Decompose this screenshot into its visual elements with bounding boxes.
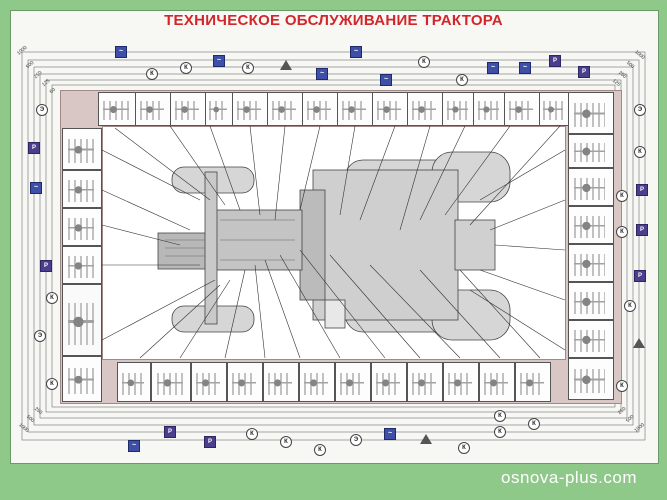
p-badge-icon: Р <box>40 260 52 272</box>
triangle-badge-icon <box>633 338 645 348</box>
triangle-badge-icon <box>420 434 432 444</box>
component-thumbnail <box>117 362 151 402</box>
wave-badge-icon: ~ <box>384 428 396 440</box>
k-badge-icon: К <box>314 444 326 456</box>
component-thumbnail <box>568 206 614 244</box>
k-badge-icon: К <box>616 190 628 202</box>
k-badge-icon: К <box>46 378 58 390</box>
component-thumbnail <box>337 92 373 126</box>
component-thumbnail <box>263 362 299 402</box>
component-thumbnail <box>62 246 102 284</box>
component-thumbnail <box>267 92 303 126</box>
component-thumbnail <box>568 358 614 400</box>
e-badge-icon: Э <box>350 434 362 446</box>
wave-badge-icon: ~ <box>30 182 42 194</box>
component-thumbnail <box>302 92 338 126</box>
component-thumbnail <box>62 208 102 246</box>
component-thumbnail <box>62 128 102 170</box>
component-thumbnail <box>191 362 227 402</box>
k-badge-icon: К <box>146 68 158 80</box>
k-badge-icon: К <box>528 418 540 430</box>
p-badge-icon: Р <box>578 66 590 78</box>
k-badge-icon: К <box>634 146 646 158</box>
poster-title: ТЕХНИЧЕСКОЕ ОБСЛУЖИВАНИЕ ТРАКТОРА <box>164 12 503 29</box>
k-badge-icon: К <box>418 56 430 68</box>
e-badge-icon: Э <box>634 104 646 116</box>
component-thumbnail <box>568 282 614 320</box>
component-thumbnail <box>568 168 614 206</box>
k-badge-icon: К <box>180 62 192 74</box>
component-thumbnail <box>442 92 474 126</box>
component-thumbnail <box>98 92 136 126</box>
component-thumbnail <box>335 362 371 402</box>
component-thumbnail <box>299 362 335 402</box>
k-badge-icon: К <box>616 380 628 392</box>
p-badge-icon: Р <box>28 142 40 154</box>
component-thumbnail <box>62 356 102 402</box>
k-badge-icon: К <box>242 62 254 74</box>
p-badge-icon: Р <box>636 224 648 236</box>
k-badge-icon: К <box>494 410 506 422</box>
component-thumbnail <box>205 92 233 126</box>
component-thumbnail <box>232 92 268 126</box>
k-badge-icon: К <box>246 428 258 440</box>
p-badge-icon: Р <box>164 426 176 438</box>
wave-badge-icon: ~ <box>115 46 127 58</box>
e-badge-icon: Э <box>36 104 48 116</box>
component-thumbnail <box>568 320 614 358</box>
component-thumbnail <box>170 92 206 126</box>
wave-badge-icon: ~ <box>350 46 362 58</box>
component-thumbnail <box>479 362 515 402</box>
component-thumbnail <box>504 92 540 126</box>
k-badge-icon: К <box>46 292 58 304</box>
e-badge-icon: Э <box>34 330 46 342</box>
component-thumbnail <box>62 284 102 356</box>
p-badge-icon: Р <box>634 270 646 282</box>
component-thumbnail <box>539 92 569 126</box>
component-thumbnail <box>372 92 408 126</box>
wave-badge-icon: ~ <box>380 74 392 86</box>
p-badge-icon: Р <box>636 184 648 196</box>
p-badge-icon: Р <box>549 55 561 67</box>
component-thumbnail <box>568 244 614 282</box>
k-badge-icon: К <box>456 74 468 86</box>
wave-badge-icon: ~ <box>487 62 499 74</box>
k-badge-icon: К <box>280 436 292 448</box>
component-thumbnail <box>473 92 505 126</box>
component-thumbnail <box>62 170 102 208</box>
component-thumbnail <box>515 362 551 402</box>
component-thumbnail <box>443 362 479 402</box>
wave-badge-icon: ~ <box>213 55 225 67</box>
wave-badge-icon: ~ <box>519 62 531 74</box>
component-thumbnail <box>407 92 443 126</box>
triangle-badge-icon <box>280 60 292 70</box>
component-thumbnail <box>568 92 614 134</box>
p-badge-icon: Р <box>204 436 216 448</box>
k-badge-icon: К <box>624 300 636 312</box>
component-thumbnail <box>135 92 171 126</box>
component-thumbnail <box>568 134 614 168</box>
component-thumbnail <box>227 362 263 402</box>
k-badge-icon: К <box>458 442 470 454</box>
k-badge-icon: К <box>616 226 628 238</box>
wave-badge-icon: ~ <box>128 440 140 452</box>
component-thumbnail <box>371 362 407 402</box>
component-thumbnail <box>151 362 191 402</box>
website-watermark: osnova-plus.com <box>500 468 637 487</box>
component-thumbnail <box>407 362 443 402</box>
wave-badge-icon: ~ <box>316 68 328 80</box>
k-badge-icon: К <box>494 426 506 438</box>
